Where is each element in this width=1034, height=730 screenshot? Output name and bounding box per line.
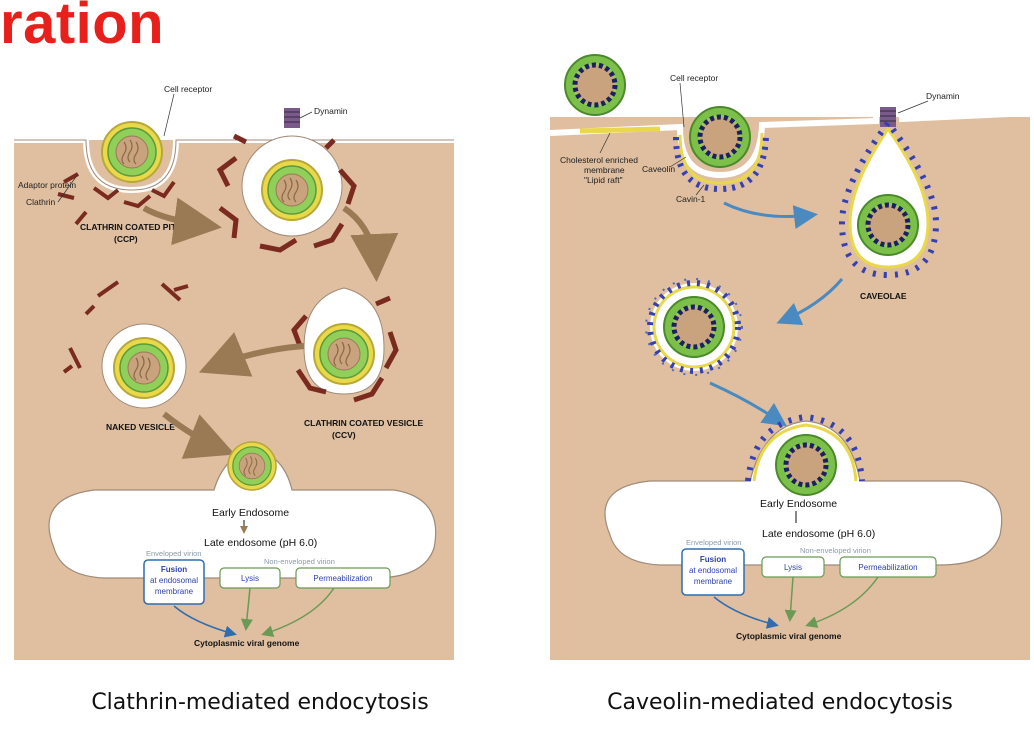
lipid-raft-label: Cholesterol enriched: [560, 155, 638, 165]
lysis-label: Lysis: [241, 574, 259, 583]
caveolae-label: CAVEOLAE: [860, 291, 907, 301]
permeabilization-box: [839, 556, 937, 578]
enveloped-virion-label: Enveloped virion: [146, 549, 201, 558]
flow-arrow: [342, 205, 399, 282]
enveloped-virion-label: Enveloped virion: [686, 538, 741, 547]
fusion-box: [143, 559, 205, 605]
page-title: ration: [0, 0, 165, 56]
virus-particle: [565, 55, 625, 115]
lipid-raft-label-3: "Lipid raft": [584, 175, 623, 185]
ccv-label: CLATHRIN COATED VESICLE: [304, 418, 423, 428]
fusion-box: [681, 548, 745, 596]
non-enveloped-virion-label: Non-enveloped virion: [800, 546, 871, 555]
early-endosome-label: Early Endosome: [212, 507, 289, 519]
caption-caveolin: Caveolin-mediated endocytosis: [607, 690, 953, 715]
late-endosome-label: Late endosome (pH 6.0): [762, 528, 875, 540]
flow-arrow: [776, 278, 844, 326]
genome-label: Cytoplasmic viral genome: [194, 638, 300, 648]
permeabilization-label: Permeabilization: [313, 574, 372, 583]
lysis-label: Lysis: [784, 563, 802, 572]
clathrin-label: Clathrin: [26, 197, 56, 207]
ccv-label-abbrev: (CCV): [332, 430, 356, 440]
flow-arrow: [709, 381, 787, 427]
dynamin-icon: [880, 107, 896, 127]
cell-receptor-label: Cell receptor: [164, 84, 212, 94]
cytoplasm: [550, 117, 1030, 660]
flow-arrow: [142, 197, 222, 246]
fusion-label-3: membrane: [155, 587, 194, 596]
dynamin-label: Dynamin: [314, 106, 348, 116]
clathrin-lattice: [57, 172, 176, 226]
caption-clathrin: Clathrin-mediated endocytosis: [91, 690, 429, 715]
caveolin-label: Caveolin: [642, 164, 675, 174]
permeabilization-label: Permeabilization: [858, 563, 917, 572]
fusion-label: Fusion: [161, 565, 187, 574]
caveolar-vesicle: [646, 279, 742, 375]
clathrin-lattice: [216, 133, 357, 253]
caveolin-diagram: Cell receptor Dynamin Cholesterol enrich…: [550, 45, 1030, 660]
plasma-membrane: [550, 104, 1030, 179]
fusion-label: Fusion: [700, 555, 726, 564]
clathrin-fragments: [62, 280, 189, 374]
clathrin-lattice: [291, 295, 399, 403]
naked-vesicle-label: NAKED VESICLE: [106, 422, 175, 432]
late-endosome-label: Late endosome (pH 6.0): [204, 537, 317, 549]
cavin-label: Cavin-1: [676, 194, 706, 204]
non-enveloped-virion-label: Non-enveloped virion: [264, 557, 335, 566]
virus-particle: [101, 121, 163, 183]
fusion-label-3: membrane: [694, 577, 733, 586]
adaptor-protein-label: Adaptor protein: [18, 180, 76, 190]
flow-arrow: [198, 332, 305, 377]
flow-arrow: [162, 411, 236, 459]
flow-arrow: [723, 201, 818, 229]
dynamin-label: Dynamin: [926, 91, 960, 101]
lipid-raft-label-2: membrane: [584, 165, 625, 175]
cell-receptor-label: Cell receptor: [670, 73, 718, 83]
ccp-label-abbrev: (CCP): [114, 234, 138, 244]
permeabilization-box: [295, 567, 391, 589]
ccp-label: CLATHRIN COATED PIT: [80, 222, 177, 232]
genome-label: Cytoplasmic viral genome: [736, 631, 842, 641]
clathrin-diagram: Cell receptor Dynamin Adaptor protein Cl…: [14, 84, 454, 660]
fusion-label-2: at endosomal: [150, 576, 198, 585]
dynamin-icon: [284, 108, 300, 128]
fusion-label-2: at endosomal: [689, 566, 737, 575]
early-endosome-label: Early Endosome: [760, 498, 837, 510]
